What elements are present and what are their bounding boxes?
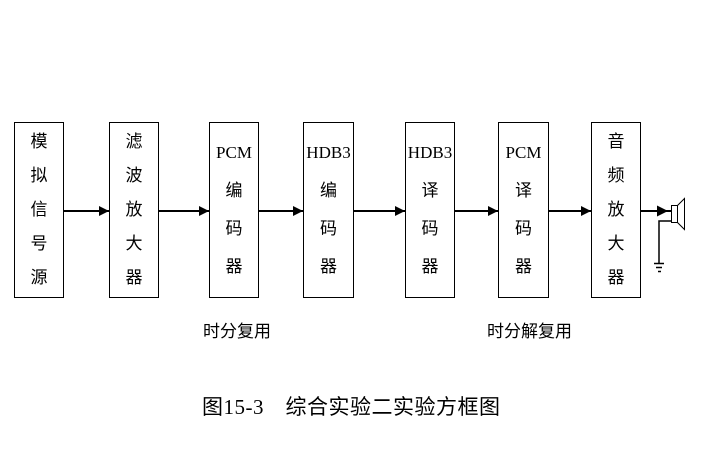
flow-arrow bbox=[455, 206, 498, 216]
flow-arrow bbox=[549, 206, 591, 216]
block-filter-amplifier: 滤 波 放 大 器 bbox=[109, 122, 159, 298]
speaker-icon bbox=[671, 197, 685, 231]
label-time-division-multiplexing: 时分复用 bbox=[203, 322, 271, 341]
figure-caption: 图15-3 综合实验二实验方框图 bbox=[202, 395, 501, 419]
flow-arrow bbox=[641, 205, 671, 217]
flow-arrow bbox=[354, 206, 405, 216]
block-audio-amplifier: 音 频 放 大 器 bbox=[591, 122, 641, 298]
flow-arrow bbox=[64, 206, 109, 216]
ground-icon bbox=[654, 220, 671, 273]
block-hdb3-encoder: HDB3 编 码 器 bbox=[303, 122, 354, 298]
block-hdb3-decoder: HDB3 译 码 器 bbox=[405, 122, 455, 298]
block-pcm-encoder: PCM 编 码 器 bbox=[209, 122, 259, 298]
flow-arrow bbox=[259, 206, 303, 216]
flow-arrow bbox=[159, 206, 209, 216]
audio-output-assembly bbox=[641, 197, 685, 273]
block-pcm-decoder: PCM 译 码 器 bbox=[498, 122, 549, 298]
block-analog-signal-source: 模 拟 信 号 源 bbox=[14, 122, 64, 298]
label-time-division-demultiplexing: 时分解复用 bbox=[487, 322, 572, 341]
